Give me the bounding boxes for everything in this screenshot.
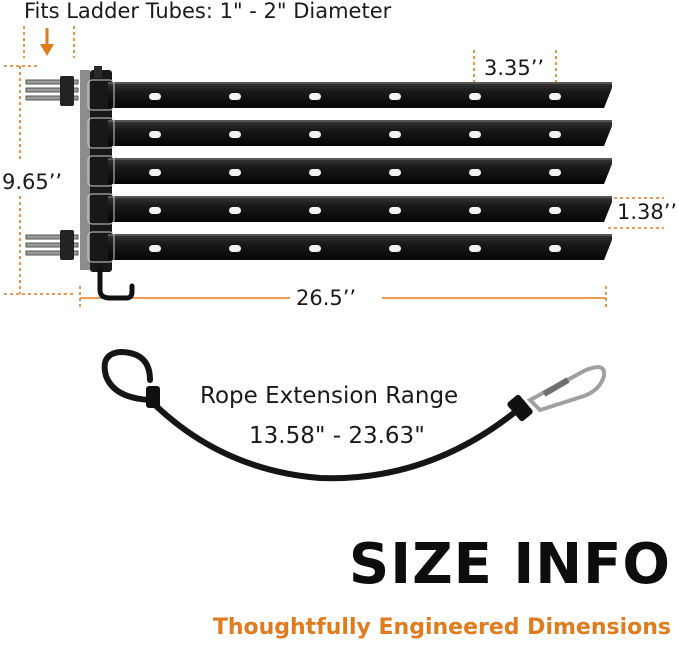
arm-hole xyxy=(309,131,321,138)
arm-hole xyxy=(149,245,161,252)
arm-hole xyxy=(149,131,161,138)
arm-hole xyxy=(469,169,481,176)
arm-width-label: 1.38’’ xyxy=(617,200,678,224)
arm-hole xyxy=(229,245,241,252)
length-label: 26.5’’ xyxy=(296,286,357,310)
arm-hole xyxy=(469,131,481,138)
arm-hole xyxy=(229,207,241,214)
arm-hole xyxy=(309,245,321,252)
pivot-ring xyxy=(87,117,115,149)
rack-bracket xyxy=(25,66,135,301)
carabiner-icon xyxy=(526,365,607,413)
arm-hole xyxy=(549,131,561,138)
pivot-ring xyxy=(87,79,115,111)
bungee-rope xyxy=(101,348,533,482)
tube-diameter-label: Fits Ladder Tubes: 1" - 2" Diameter xyxy=(24,0,392,23)
arm-hole xyxy=(549,245,561,252)
rope-range: 13.58" - 23.63" xyxy=(249,423,425,449)
page-title: SIZE INFO xyxy=(348,532,671,597)
rope-title: Rope Extension Range xyxy=(200,383,459,409)
arm-hole xyxy=(549,207,561,214)
arm-spacing-label: 3.35’’ xyxy=(484,56,545,80)
arm-hole xyxy=(389,131,401,138)
arm-hole xyxy=(149,93,161,100)
arm-hole xyxy=(149,169,161,176)
pivot-ring xyxy=(87,231,115,263)
arm-hole xyxy=(469,93,481,100)
arm-hole xyxy=(549,169,561,176)
arm-hole xyxy=(309,93,321,100)
arm-hole xyxy=(229,131,241,138)
arm-hole xyxy=(389,245,401,252)
rack-arm xyxy=(108,234,612,260)
rack-arm xyxy=(108,82,612,108)
dimension-lines xyxy=(4,26,664,310)
pivot-ring xyxy=(87,193,115,225)
arm-hole xyxy=(309,207,321,214)
page-subtitle: Thoughtfully Engineered Dimensions xyxy=(212,615,671,640)
rack-arm xyxy=(108,120,612,146)
arm-hole xyxy=(389,169,401,176)
rack-arm xyxy=(108,158,612,184)
arm-hole xyxy=(229,93,241,100)
arm-hole xyxy=(389,207,401,214)
pivot-ring xyxy=(87,155,115,187)
arm-hole xyxy=(469,207,481,214)
arm-hole xyxy=(469,245,481,252)
arm-hole xyxy=(149,207,161,214)
arm-hole xyxy=(309,169,321,176)
down-arrow-icon xyxy=(40,28,54,56)
height-label: 9.65’’ xyxy=(2,170,63,194)
arm-hole xyxy=(549,93,561,100)
rack-arm xyxy=(108,196,612,222)
arm-hole xyxy=(389,93,401,100)
rack-arms xyxy=(87,79,612,263)
arm-hole xyxy=(229,169,241,176)
